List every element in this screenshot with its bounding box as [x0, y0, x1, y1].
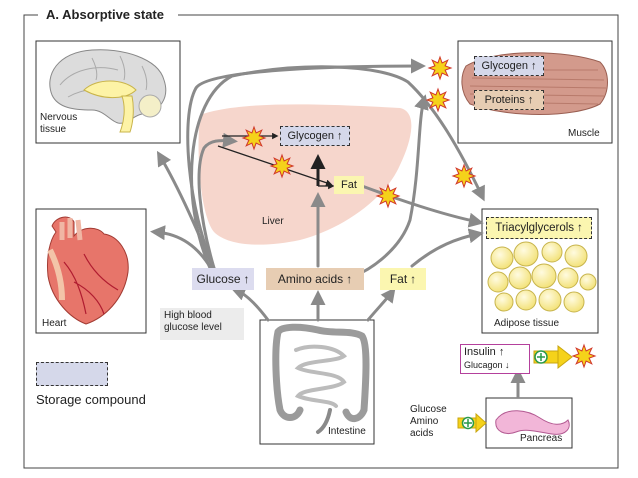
label-heart: Heart [42, 318, 67, 329]
insulin-burst-icon [375, 183, 401, 209]
brain-icon [49, 49, 167, 133]
label-nervous-tissue: Nervous tissue [40, 112, 78, 135]
blood-fat-label: Fat [389, 272, 408, 286]
glucose-box: Glucose ↑ [192, 268, 254, 290]
muscle-glycogen-label: Glycogen [481, 60, 528, 72]
insulin-action-bursts [241, 55, 597, 369]
intestine-icon [272, 323, 370, 434]
arrow-intestine-to-fat [366, 287, 396, 322]
insulin-burst-icon [427, 55, 453, 81]
arrow-fat-to-adipose [410, 228, 484, 268]
glucagon-line: Glucagon ↓ [464, 360, 510, 370]
arrow-intestine-to-glucose [230, 286, 270, 322]
panel-frame [23, 14, 619, 469]
insulin-burst-icon [241, 125, 267, 151]
insulin-burst-icon [425, 87, 451, 113]
panel-title: A. Absorptive state [42, 7, 168, 22]
muscle-proteins-box: Proteins ↑ [474, 90, 544, 110]
amino-acids-label: Amino acids [277, 272, 344, 286]
up-arrow-icon: ↑ [527, 94, 534, 106]
liver-glycogen-box: Glycogen ↑ [280, 126, 350, 146]
glucose-label: Glucose [196, 272, 241, 286]
up-arrow-icon: ↑ [346, 272, 353, 286]
up-arrow-icon: ↑ [336, 130, 343, 142]
label-muscle: Muscle [568, 128, 600, 139]
label-pancreas: Pancreas [520, 433, 563, 444]
glucagon-label: Glucagon [464, 360, 503, 370]
arrow-glucose-to-adipose [190, 65, 485, 270]
insulin-burst-icon [269, 153, 295, 179]
muscle-frame [457, 40, 613, 144]
pancreas-inputs-label: Glucose Amino acids [410, 404, 447, 439]
nervous-tissue-frame [35, 40, 181, 144]
up-arrow-icon: ↑ [530, 60, 537, 72]
muscle-proteins-label: Proteins [484, 94, 525, 106]
triacylglycerols-label: Triacylglycerols [495, 222, 575, 234]
label-intestine: Intestine [328, 426, 366, 437]
pancreas-icon [495, 410, 570, 435]
insulin-chain [457, 344, 573, 434]
triacylglycerols-box: Triacylglycerols ↑ [486, 217, 592, 239]
heart-frame [35, 208, 147, 334]
insulin-burst-icon [451, 163, 477, 189]
insulin-glucagon-box: Insulin ↑ Glucagon ↓ [460, 344, 530, 374]
amino-acids-box: Amino acids ↑ [266, 268, 364, 290]
heart-icon [47, 216, 129, 325]
arrow-glucose-to-liver [197, 132, 238, 270]
adipose-frame [481, 208, 599, 334]
liver-glycogen-label: Glycogen [287, 130, 334, 142]
liver-fat-label: Fat [341, 179, 357, 191]
high-glucose-note: High blood glucose level [160, 308, 244, 340]
adipose-cells-icon [487, 241, 597, 313]
insulin-burst-icon [571, 343, 597, 369]
label-liver: Liver [262, 216, 284, 227]
arrow-amino-to-muscle [352, 94, 429, 278]
liver-fat-box: Fat [334, 176, 364, 194]
down-arrow-icon: ↓ [505, 360, 510, 370]
up-arrow-icon: ↑ [243, 272, 250, 286]
muscle-glycogen-box: Glycogen ↑ [474, 56, 544, 76]
up-arrow-icon: ↑ [498, 346, 505, 358]
up-arrow-icon: ↑ [410, 272, 417, 286]
arrow-liverfat-to-adipose [360, 184, 484, 228]
legend-storage-label: Storage compound [36, 392, 146, 407]
blood-fat-box: Fat ↑ [380, 268, 426, 290]
up-arrow-icon: ↑ [577, 222, 583, 234]
legend-storage-swatch [36, 362, 108, 386]
insulin-label: Insulin [464, 346, 496, 358]
insulin-line: Insulin ↑ [464, 346, 504, 358]
label-adipose-tissue: Adipose tissue [494, 318, 560, 329]
